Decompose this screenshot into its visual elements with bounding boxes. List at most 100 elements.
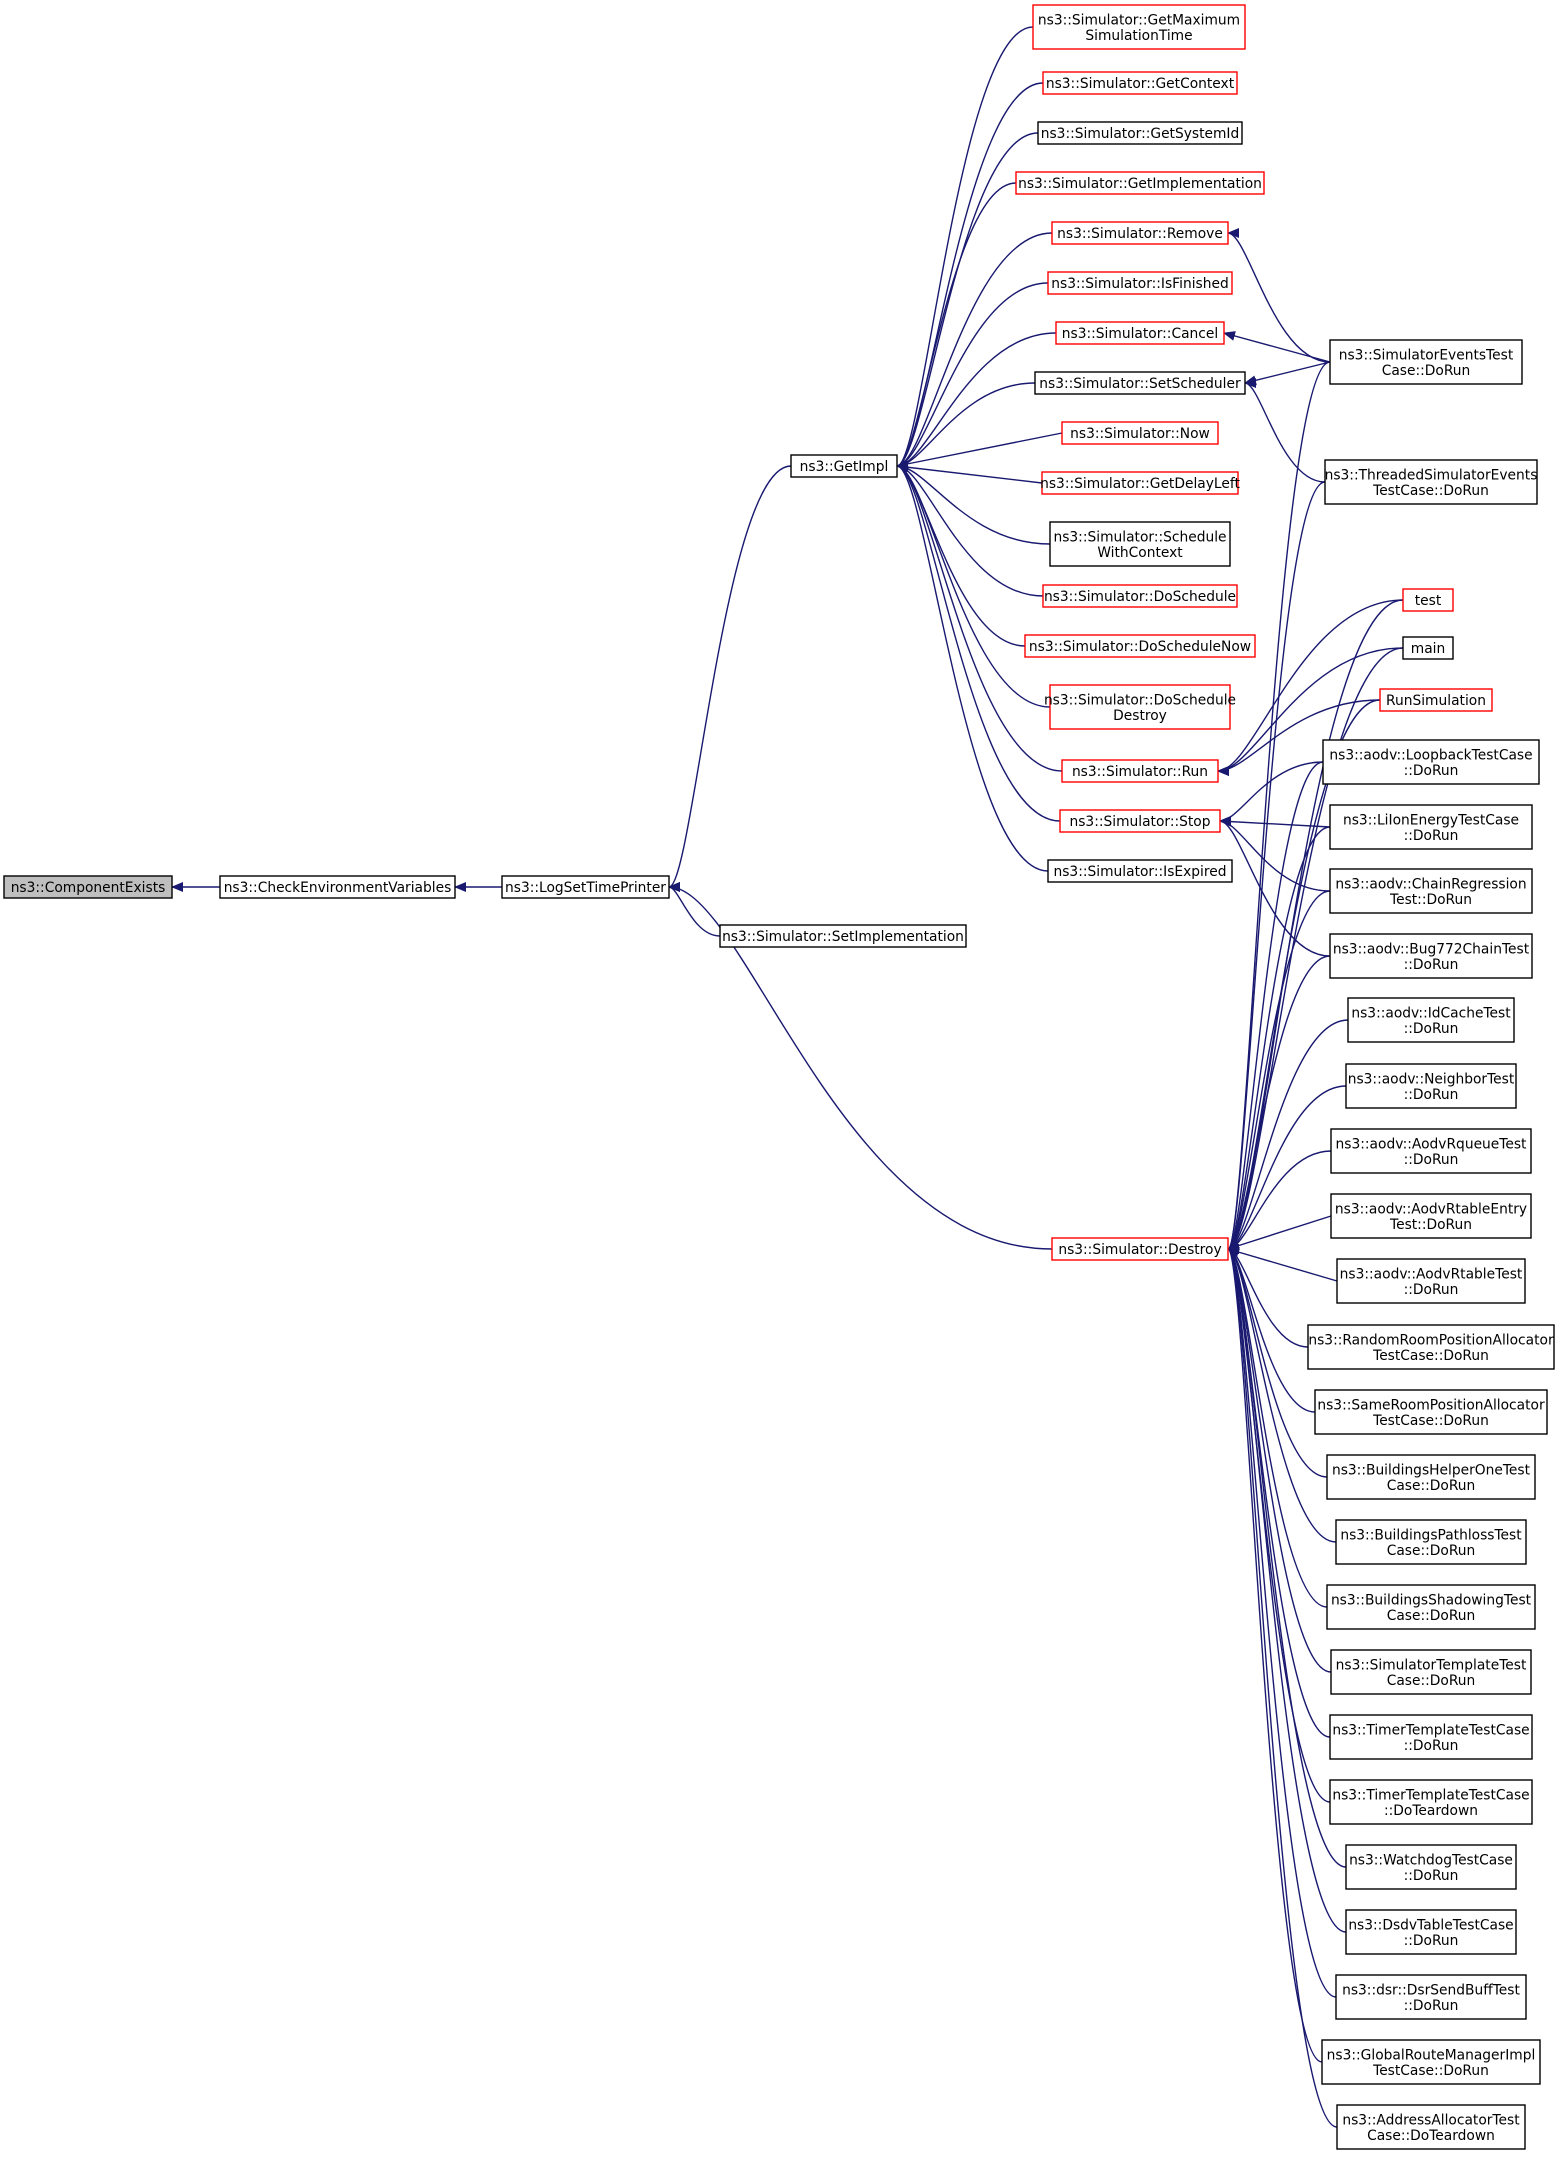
node-now[interactable]: ns3::Simulator::Now <box>1061 421 1219 445</box>
node-label: ::DoRun <box>1404 1021 1459 1037</box>
call-edge-liion_energy-to-destroy <box>1227 826 1331 1254</box>
node-label: ns3::Simulator::Run <box>1072 764 1208 780</box>
node-label: Case::DoRun <box>1382 363 1471 379</box>
node-label: ns3::aodv::AodvRtableEntry <box>1335 1201 1527 1217</box>
node-label: ::DoRun <box>1404 1282 1459 1298</box>
node-cancel[interactable]: ns3::Simulator::Cancel <box>1055 321 1225 345</box>
node-threaded-sim-events[interactable]: ns3::ThreadedSimulatorEventsTestCase::Do… <box>1324 459 1538 505</box>
node-box <box>1330 1193 1532 1239</box>
node-label: ns3::Simulator::GetImplementation <box>1018 176 1262 192</box>
node-label: ns3::SimulatorEventsTest <box>1339 347 1514 363</box>
node-label: TestCase::DoRun <box>1372 1413 1489 1429</box>
call-edge-now-to-get_impl <box>896 432 1063 469</box>
node-get-context[interactable]: ns3::Simulator::GetContext <box>1042 71 1238 95</box>
node-main[interactable]: main <box>1402 636 1454 660</box>
node-aodv-idcache[interactable]: ns3::aodv::IdCacheTest::DoRun <box>1347 997 1515 1043</box>
node-label: ns3::BuildingsShadowingTest <box>1331 1592 1532 1608</box>
node-set-implementation[interactable]: ns3::Simulator::SetImplementation <box>719 924 967 948</box>
node-remove[interactable]: ns3::Simulator::Remove <box>1051 221 1229 245</box>
node-stop[interactable]: ns3::Simulator::Stop <box>1059 809 1221 833</box>
node-dsdv-table[interactable]: ns3::DsdvTableTestCase::DoRun <box>1345 1909 1517 1955</box>
node-aodv-bug772[interactable]: ns3::aodv::Bug772ChainTest::DoRun <box>1329 933 1533 979</box>
node-label: ns3::Simulator::GetMaximum <box>1038 12 1240 28</box>
node-label: ns3::RandomRoomPositionAllocator <box>1308 1332 1554 1348</box>
node-is-finished[interactable]: ns3::Simulator::IsFinished <box>1047 271 1233 295</box>
node-label: ns3::aodv::LoopbackTestCase <box>1329 747 1532 763</box>
node-box <box>719 924 967 948</box>
node-liion-energy[interactable]: ns3::LiIonEnergyTestCase::DoRun <box>1329 804 1533 850</box>
node-box <box>1037 121 1243 145</box>
node-aodv-neighbor[interactable]: ns3::aodv::NeighborTest::DoRun <box>1345 1063 1517 1109</box>
node-box <box>1024 634 1256 658</box>
call-edge-get_impl-to-log_set_time_printer <box>668 465 792 892</box>
node-timer-template-run[interactable]: ns3::TimerTemplateTestCase::DoRun <box>1329 1714 1533 1760</box>
node-run-simulation[interactable]: RunSimulation <box>1379 688 1493 712</box>
call-edge-run-to-get_impl <box>896 461 1063 772</box>
call-edge-aodv_chain_regression-to-destroy <box>1227 890 1331 1254</box>
call-edge-is_expired-to-get_impl <box>896 461 1049 872</box>
node-label: ns3::Simulator::GetContext <box>1046 76 1235 92</box>
call-edges <box>171 26 1404 2128</box>
node-label: ns3::dsr::DsrSendBuffTest <box>1342 1982 1520 1998</box>
node-label: ns3::DsdvTableTestCase <box>1348 1917 1513 1933</box>
node-aodv-rqueue[interactable]: ns3::aodv::AodvRqueueTest::DoRun <box>1330 1128 1532 1174</box>
node-get-system-id[interactable]: ns3::Simulator::GetSystemId <box>1037 121 1243 145</box>
node-label: ns3::SameRoomPositionAllocator <box>1317 1397 1545 1413</box>
node-random-room[interactable]: ns3::RandomRoomPositionAllocatorTestCase… <box>1307 1324 1555 1370</box>
node-label: ns3::aodv::AodvRqueueTest <box>1336 1136 1527 1152</box>
node-label: Case::DoTeardown <box>1367 2128 1495 2144</box>
node-label: ns3::Simulator::GetDelayLeft <box>1040 476 1240 492</box>
node-label: ::DoRun <box>1404 1152 1459 1168</box>
node-aodv-loopback[interactable]: ns3::aodv::LoopbackTestCase::DoRun <box>1322 739 1540 785</box>
node-get-delay-left[interactable]: ns3::Simulator::GetDelayLeft <box>1040 471 1240 495</box>
node-do-schedule-now[interactable]: ns3::Simulator::DoScheduleNow <box>1024 634 1256 658</box>
node-do-schedule[interactable]: ns3::Simulator::DoSchedule <box>1042 584 1238 608</box>
node-label: TestCase::DoRun <box>1372 2063 1489 2079</box>
node-box <box>1329 339 1523 385</box>
node-label: Destroy <box>1113 708 1167 724</box>
node-label: ns3::aodv::NeighborTest <box>1348 1071 1515 1087</box>
node-is-expired[interactable]: ns3::Simulator::IsExpired <box>1047 859 1233 883</box>
call-edge-get_implementation-to-get_impl <box>896 182 1017 471</box>
call-edge-set_implementation-to-log_set_time_printer <box>668 882 721 937</box>
call-edge-run_simulation-to-run <box>1217 699 1381 776</box>
node-check-env[interactable]: ns3::CheckEnvironmentVariables <box>219 875 456 899</box>
node-address-allocator[interactable]: ns3::AddressAllocatorTestCase::DoTeardow… <box>1336 2104 1526 2150</box>
node-timer-template-teardown[interactable]: ns3::TimerTemplateTestCase::DoTeardown <box>1329 1779 1533 1825</box>
node-global-route-mgr[interactable]: ns3::GlobalRouteManagerImplTestCase::DoR… <box>1321 2039 1541 2085</box>
node-label: ns3::Simulator::Cancel <box>1062 326 1218 342</box>
node-label: TestCase::DoRun <box>1372 1348 1489 1364</box>
call-edge-remove-to-get_impl <box>896 232 1053 471</box>
node-set-scheduler[interactable]: ns3::Simulator::SetScheduler <box>1034 371 1246 395</box>
node-component-exists[interactable]: ns3::ComponentExists <box>3 875 173 899</box>
node-get-implementation[interactable]: ns3::Simulator::GetImplementation <box>1015 171 1265 195</box>
node-watchdog[interactable]: ns3::WatchdogTestCase::DoRun <box>1345 1844 1517 1890</box>
node-label: ns3::aodv::ChainRegression <box>1335 876 1526 892</box>
node-log-set-time-printer[interactable]: ns3::LogSetTimePrinter <box>501 875 670 899</box>
node-label: ns3::Simulator::SetScheduler <box>1039 376 1241 392</box>
node-same-room[interactable]: ns3::SameRoomPositionAllocatorTestCase::… <box>1314 1389 1548 1435</box>
node-aodv-rtable[interactable]: ns3::aodv::AodvRtableTest::DoRun <box>1336 1258 1526 1304</box>
node-box <box>1049 684 1231 730</box>
call-edge-destroy-to-log_set_time_printer <box>668 882 1053 1250</box>
node-dsr-send-buff[interactable]: ns3::dsr::DsrSendBuffTest::DoRun <box>1335 1974 1527 2020</box>
node-box <box>1307 1324 1555 1370</box>
node-test[interactable]: test <box>1402 588 1454 612</box>
node-run[interactable]: ns3::Simulator::Run <box>1061 759 1219 783</box>
node-get-impl[interactable]: ns3::GetImpl <box>790 454 898 478</box>
node-box <box>1329 933 1533 979</box>
node-box <box>1329 1714 1533 1760</box>
node-box <box>1379 688 1493 712</box>
call-edge-main-to-run <box>1217 647 1404 776</box>
node-destroy[interactable]: ns3::Simulator::Destroy <box>1051 1237 1229 1261</box>
